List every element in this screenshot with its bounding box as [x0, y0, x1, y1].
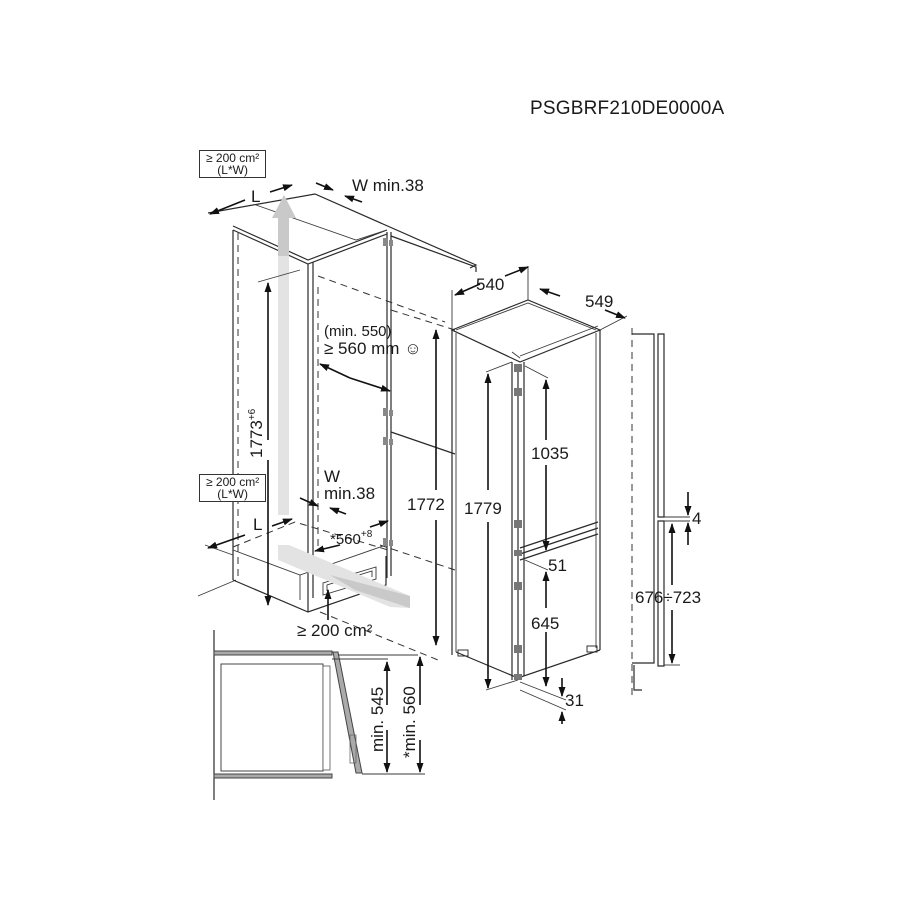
top-ventilation-area-formula: (L*W) — [217, 163, 248, 177]
airflow-arrow — [272, 195, 410, 608]
smiley-icon: ☺ — [404, 339, 422, 358]
upper-door-height-label: 1035 — [531, 444, 569, 463]
furniture-door-profile — [631, 328, 692, 695]
niche-depth-min-alt: (min. 550) — [324, 323, 392, 340]
appliance-height-label: 1779 — [464, 499, 502, 518]
door-clearance-min-545: min. 545 — [368, 686, 387, 752]
bottom-ventilation-area-formula: (L*W) — [217, 487, 248, 501]
model-code: PSGBRF210DE0000A — [530, 98, 725, 119]
niche-width-value: *560 — [330, 531, 361, 548]
appliance-drawing — [450, 266, 628, 680]
appliance-depth-label: 549 — [585, 292, 614, 311]
hinge-icon — [383, 238, 393, 546]
bottom-vent-width-label-w: W — [324, 467, 341, 486]
hinge-icon — [514, 364, 522, 680]
top-vent-width-label: W min.38 — [352, 176, 424, 195]
appliance-dimensions — [454, 266, 626, 724]
bottom-ventilation-area-value: ≥ 200 cm² — [206, 475, 260, 489]
top-vent-length-label: L — [251, 187, 261, 206]
niche-dimensions — [207, 182, 440, 646]
niche-width-tolerance: +8 — [360, 529, 373, 540]
bottom-vent-width-label-min: min.38 — [324, 484, 376, 503]
plinth-vent-area-label: ≥ 200 cm² — [297, 621, 373, 640]
niche-depth-label: ≥ 560 mm ☺ — [324, 340, 422, 357]
niche-height-label: 1773+6 — [247, 408, 266, 458]
furniture-lower-door-range-label: 676÷723 — [635, 588, 702, 607]
appliance-width-label: 540 — [476, 275, 505, 294]
door-clearance-min-560: *min. 560 — [400, 686, 419, 758]
top-ventilation-area-value: ≥ 200 cm² — [206, 151, 260, 165]
door-gap-label: 51 — [548, 556, 567, 575]
furniture-door-gap-label: 4 — [692, 509, 702, 528]
bottom-ventilation-area-box: ≥ 200 cm² (L*W) — [199, 474, 267, 502]
lower-door-height-label: 645 — [531, 614, 560, 633]
bottom-vent-length-label: L — [253, 515, 263, 534]
niche-depth-value: ≥ 560 mm — [324, 339, 400, 358]
bottom-offset-label: 31 — [565, 691, 584, 710]
front-height-1772-label: 1772 — [407, 495, 445, 514]
niche-height-tolerance: +6 — [247, 408, 258, 421]
niche-width-label: *560+8 — [330, 529, 373, 548]
door-clearance-top-view — [213, 630, 425, 800]
niche-cabinet-drawing — [197, 193, 478, 661]
top-ventilation-area-box: ≥ 200 cm² (L*W) — [199, 150, 267, 178]
niche-height-value: 1773 — [247, 420, 266, 458]
